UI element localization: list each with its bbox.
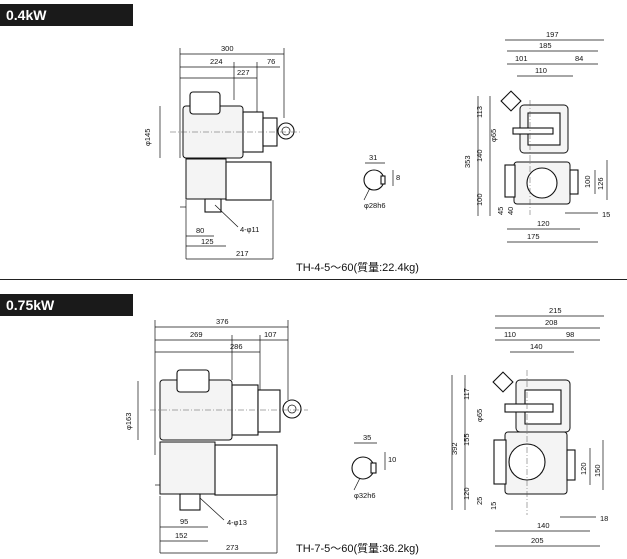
dim-left: 269 <box>190 330 203 339</box>
dim-front-r2: 150 <box>593 464 602 477</box>
dim-shaft-w: 31 <box>369 153 377 162</box>
dim-front-h3: 120 <box>462 487 471 500</box>
dim-right: 76 <box>267 57 275 66</box>
dim-overall: 300 <box>221 44 234 53</box>
dim-front-d1: φ65 <box>475 409 484 422</box>
dim-front-b1: 18 <box>600 514 608 523</box>
dim-front-w1: 215 <box>549 306 562 315</box>
dim-front-w3b: 84 <box>575 54 583 63</box>
dim-right: 107 <box>264 330 277 339</box>
dim-front-h-total: 353 <box>463 155 472 168</box>
dim-front-r1: 120 <box>579 462 588 475</box>
dim-foot-a: 95 <box>180 517 188 526</box>
dim-front-b1: 15 <box>602 210 610 219</box>
dim-front-w3a: 110 <box>504 330 516 339</box>
dim-foot-a: 80 <box>196 226 204 235</box>
dim-foot-c: 273 <box>226 543 239 552</box>
shaft-detail-0-4kw: 31 8 φ28h6 <box>363 153 400 210</box>
dim-bolt: 4-φ11 <box>240 225 259 234</box>
dim-front-h5: 40 <box>506 207 515 215</box>
dim-front-b2: 120 <box>537 219 550 228</box>
dim-front-h-total: 392 <box>450 442 459 455</box>
dim-front-h1: 117 <box>462 388 471 400</box>
dim-foot-b: 125 <box>201 237 214 246</box>
dim-front-w1: 197 <box>546 30 559 39</box>
dim-shaft-dia: φ28h6 <box>364 201 386 210</box>
dim-front-h5: 15 <box>489 502 498 510</box>
dim-shaft-dia: φ32h6 <box>354 491 376 500</box>
dim-front-w3a: 101 <box>515 54 528 63</box>
caption-th-4: TH-4-5～60(質量:22.4kg) <box>296 262 419 274</box>
dim-bolt: 4-φ13 <box>227 518 247 527</box>
dim-left: 224 <box>210 57 223 66</box>
dim-mid: 286 <box>230 342 243 351</box>
dim-motor-dia: φ163 <box>124 413 133 430</box>
dim-front-h4: 45 <box>496 207 505 215</box>
dim-mid: 227 <box>237 68 250 77</box>
dim-motor-dia: φ145 <box>143 129 152 146</box>
front-view-0-4kw: 197 185 101 84 110 353 113 140 100 φ65 4… <box>463 30 610 243</box>
dim-front-r2: 126 <box>596 177 605 190</box>
section-header-0-4kw: 0.4kW <box>0 4 133 26</box>
front-view-0-75kw: 215 208 110 98 140 392 117 155 120 φ65 2… <box>450 306 608 547</box>
shaft-detail-0-75kw: 35 10 φ32h6 <box>351 433 396 500</box>
dim-foot-c: 217 <box>236 249 249 258</box>
dim-front-w4: 140 <box>530 342 543 351</box>
dim-front-h4: 25 <box>475 497 484 505</box>
side-view-0-75kw: 376 269 107 286 φ163 95 152 273 4-φ13 <box>124 317 308 554</box>
dim-front-b3: 175 <box>527 232 540 241</box>
dim-front-h3: 100 <box>475 193 484 206</box>
dim-shaft-h: 8 <box>396 173 400 182</box>
dim-shaft-w: 35 <box>363 433 371 442</box>
dim-front-w4: 110 <box>535 66 547 75</box>
dim-shaft-h: 10 <box>388 455 396 464</box>
dim-foot-b: 152 <box>175 531 188 540</box>
dim-front-h1: 113 <box>475 106 484 118</box>
dim-front-d1: φ65 <box>489 129 498 142</box>
dim-front-w2: 185 <box>539 41 552 50</box>
dim-front-h2: 140 <box>475 149 484 162</box>
dim-front-h2: 155 <box>462 433 471 446</box>
dim-front-b3: 205 <box>531 536 544 545</box>
dim-overall: 376 <box>216 317 229 326</box>
dim-front-w3b: 98 <box>566 330 574 339</box>
dim-front-b2: 140 <box>537 521 550 530</box>
caption-th-7: TH-7-5～60(質量:36.2kg) <box>296 543 419 555</box>
dim-front-w2: 208 <box>545 318 558 327</box>
section-header-0-75kw: 0.75kW <box>0 294 133 316</box>
dim-front-r1: 100 <box>583 175 592 188</box>
section-divider <box>0 279 627 280</box>
side-view-0-4kw: 300 224 76 227 φ145 80 125 217 4-φ11 <box>143 44 300 260</box>
